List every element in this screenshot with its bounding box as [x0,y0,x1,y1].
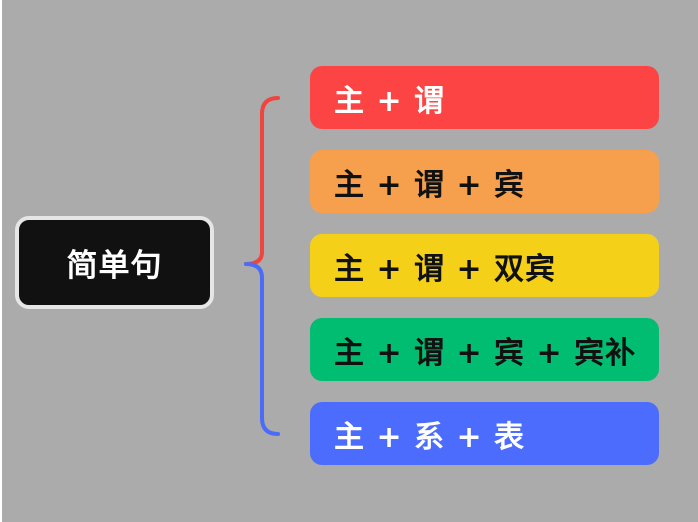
branch-subject-verb[interactable]: 主 + 谓 [310,66,659,129]
branch-label: 主 + 谓 + 双宾 [334,251,557,287]
branch-label: 主 + 谓 + 宾 [334,167,526,203]
branch-label: 主 + 谓 + 宾 + 宾补 [334,335,637,371]
center-node-label: 简单句 [66,248,163,284]
lower-bracket [244,262,280,436]
branch-subject-linking-predicative[interactable]: 主 + 系 + 表 [310,402,659,465]
branch-subject-verb-object-complement[interactable]: 主 + 谓 + 宾 + 宾补 [310,318,659,381]
branch-label: 主 + 系 + 表 [334,419,526,455]
branch-subject-verb-object[interactable]: 主 + 谓 + 宾 [310,150,659,213]
branch-subject-verb-double-object[interactable]: 主 + 谓 + 双宾 [310,234,659,297]
center-node-simple-sentence[interactable]: 简单句 [15,216,214,309]
upper-bracket [244,96,280,266]
branch-label: 主 + 谓 [334,83,446,119]
